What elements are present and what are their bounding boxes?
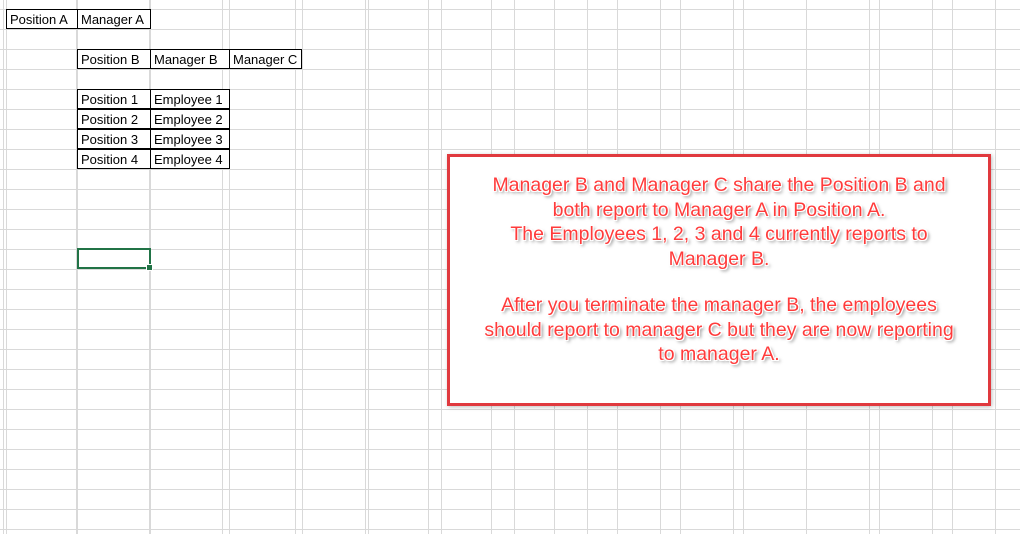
- cell-position-b[interactable]: Position B: [77, 49, 151, 69]
- column-line: [428, 0, 429, 534]
- paragraph-gap: [450, 271, 988, 293]
- column-line: [6, 0, 7, 534]
- cell-employee-1[interactable]: Employee 1: [150, 89, 230, 109]
- annotation-text-box[interactable]: Manager B and Manager C share the Positi…: [447, 154, 991, 406]
- callout-line: After you terminate the manager B, the e…: [501, 294, 937, 316]
- fill-handle[interactable]: [146, 264, 153, 271]
- column-line: [302, 0, 303, 534]
- callout-line: Manager B.: [668, 247, 770, 270]
- cell-position-3[interactable]: Position 3: [77, 129, 151, 149]
- callout-line: The Employees 1, 2, 3 and 4 currently re…: [510, 223, 928, 245]
- cell-position-a[interactable]: Position A: [6, 9, 78, 29]
- column-line: [365, 0, 366, 534]
- cell-employee-3[interactable]: Employee 3: [150, 129, 230, 149]
- column-line: [995, 0, 996, 534]
- cell-manager-c[interactable]: Manager C: [229, 49, 302, 69]
- cell-manager-a[interactable]: Manager A: [77, 9, 151, 29]
- cell-position-1[interactable]: Position 1: [77, 89, 151, 109]
- cell-position-4[interactable]: Position 4: [77, 149, 151, 169]
- callout-line: both report to Manager A in Position A.: [552, 198, 886, 221]
- cell-manager-b[interactable]: Manager B: [150, 49, 230, 69]
- callout-line: Manager B and Manager C share the Positi…: [492, 174, 946, 196]
- cell-employee-4[interactable]: Employee 4: [150, 149, 230, 169]
- callout-line: to manager A.: [658, 343, 780, 365]
- cell-position-2[interactable]: Position 2: [77, 109, 151, 129]
- cell-employee-2[interactable]: Employee 2: [150, 109, 230, 129]
- callout-line: should report to manager C but they are …: [484, 318, 954, 341]
- active-cell-selection[interactable]: [77, 248, 153, 271]
- column-line: [229, 0, 230, 534]
